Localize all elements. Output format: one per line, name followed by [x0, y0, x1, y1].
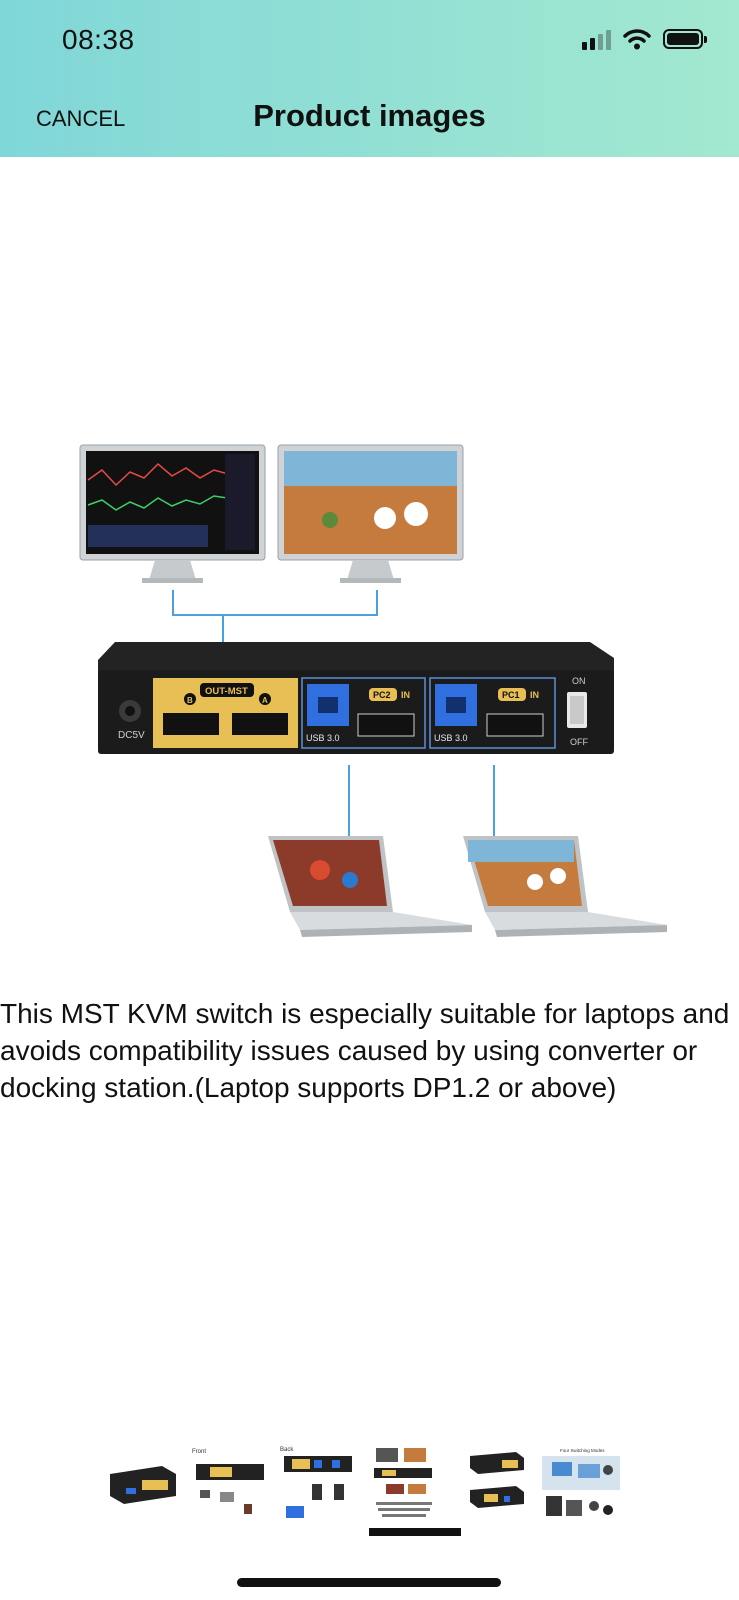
product-image: DC5V OUT-MST B A PC2 IN USB 3.0 PC1 IN U… — [79, 444, 667, 937]
status-time: 08:38 — [62, 24, 135, 55]
home-indicator — [237, 1578, 501, 1587]
svg-text:USB 3.0: USB 3.0 — [434, 733, 468, 743]
battery-icon — [663, 29, 707, 49]
page-title: Product images — [253, 98, 486, 133]
svg-text:PC1: PC1 — [502, 690, 520, 700]
svg-text:B: B — [187, 696, 193, 705]
laptop-right — [463, 836, 667, 937]
thumbnail-kvm-switch-angled[interactable] — [104, 1444, 182, 1524]
svg-text:IN: IN — [401, 690, 410, 700]
svg-text:Four Switching Modes: Four Switching Modes — [560, 1448, 605, 1453]
cellular-signal-icon — [582, 28, 611, 50]
cancel-button[interactable]: CANCEL — [36, 106, 126, 131]
wifi-icon — [623, 29, 651, 50]
monitor-right — [277, 444, 464, 583]
status-icons — [582, 26, 707, 52]
monitor-left — [79, 444, 266, 583]
thumbnail-switching-modes[interactable]: Four Switching Modes — [542, 1444, 620, 1524]
laptop-left — [268, 836, 472, 937]
thumbnail-two-units[interactable] — [454, 1444, 532, 1524]
svg-text:USB 3.0: USB 3.0 — [306, 733, 340, 743]
header-bar: 08:38 CANCEL Product images — [0, 0, 739, 157]
svg-text:OFF: OFF — [570, 737, 588, 747]
svg-text:A: A — [262, 696, 268, 705]
thumbnail-back-view[interactable]: Back — [278, 1444, 356, 1524]
thumbnail-strip: Front Back Four Switching Modes — [96, 1444, 636, 1534]
product-description: This MST KVM switch is especially suitab… — [0, 998, 730, 1103]
svg-text:Back: Back — [280, 1447, 294, 1453]
svg-text:PC2: PC2 — [373, 690, 391, 700]
thumbnail-selection-indicator — [369, 1528, 461, 1536]
svg-text:OUT-MST: OUT-MST — [205, 686, 248, 697]
thumbnail-front-view[interactable]: Front — [190, 1444, 268, 1524]
svg-text:IN: IN — [530, 690, 539, 700]
thumbnail-mst-connection-diagram[interactable] — [366, 1444, 444, 1524]
svg-text:DC5V: DC5V — [118, 730, 145, 741]
svg-text:Front: Front — [192, 1449, 206, 1455]
svg-text:ON: ON — [572, 676, 586, 686]
kvm-switch: DC5V OUT-MST B A PC2 IN USB 3.0 PC1 IN U… — [98, 642, 614, 754]
